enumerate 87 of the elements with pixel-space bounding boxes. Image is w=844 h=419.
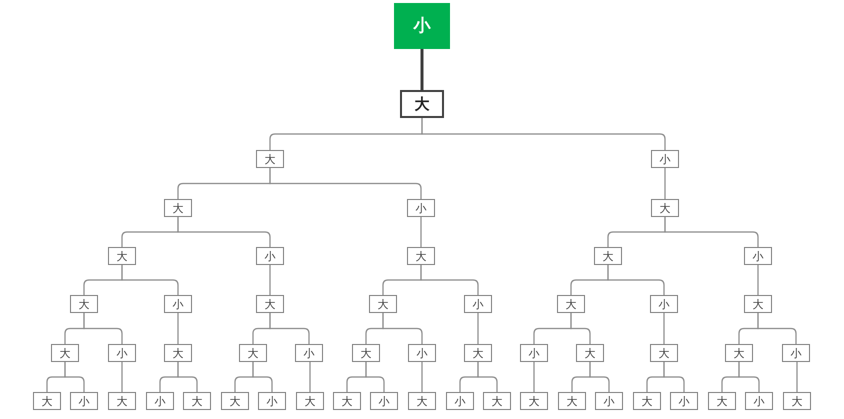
- connector-line: [269, 313, 310, 344]
- connector-line: [421, 362, 423, 392]
- connector-line: [420, 217, 422, 247]
- connector-line: [477, 362, 498, 392]
- connector-line: [738, 362, 760, 392]
- connector-line: [757, 313, 797, 344]
- tree-node-box: 大: [464, 344, 492, 362]
- connector-line: [252, 362, 273, 392]
- connector-line: [121, 265, 179, 295]
- connector-line: [589, 362, 610, 392]
- connector-line: [607, 265, 665, 295]
- tree-node-box: 大: [520, 392, 548, 410]
- connector-line: [420, 265, 479, 295]
- connector-line: [177, 217, 271, 247]
- tree-node-box: 大: [725, 344, 753, 362]
- connector-line: [664, 217, 759, 247]
- tree-node-box: 小: [258, 392, 286, 410]
- tree-node-box: 小: [670, 392, 698, 410]
- tree-node-box: 大: [558, 392, 586, 410]
- tree-node-box: 小: [408, 344, 436, 362]
- connector-line: [796, 362, 798, 392]
- tree-node-box: 小: [464, 295, 492, 313]
- tree-node-box: 大: [164, 199, 192, 217]
- tree-node-box: 大: [352, 344, 380, 362]
- tree-node-box: 大: [239, 344, 267, 362]
- tree-node-box: 小: [650, 295, 678, 313]
- tree-node-box: 大: [183, 392, 211, 410]
- tree-node-box: 大: [744, 295, 772, 313]
- connector-line: [365, 362, 385, 392]
- tree-node-box: 大: [296, 392, 324, 410]
- tree-node-box: 小: [407, 199, 435, 217]
- tree-node-box: 大: [164, 344, 192, 362]
- tree-node-box: 大: [70, 295, 98, 313]
- tree-node-box: 大: [33, 392, 61, 410]
- connector-line: [570, 313, 591, 344]
- tree-node-box: 大: [650, 344, 678, 362]
- tree-node-box: 小: [164, 295, 192, 313]
- connector-line: [477, 313, 479, 344]
- connector-line: [121, 362, 123, 392]
- tree-node-box: 小: [295, 344, 323, 362]
- tree-node-box: 小: [745, 392, 773, 410]
- connector-line: [177, 362, 198, 392]
- connector-line: [269, 265, 271, 295]
- tree-node-box: 大: [51, 344, 79, 362]
- tree-node-box: 大: [633, 392, 661, 410]
- tree-node-box: 大: [400, 90, 444, 118]
- tree-node-box: 小: [782, 344, 810, 362]
- tree-node-box: 小: [651, 150, 679, 168]
- connector-line: [663, 362, 685, 392]
- tree-node-box: 小: [70, 392, 98, 410]
- tree-node-box: 小: [744, 247, 772, 265]
- tree-node-box: 大: [221, 392, 249, 410]
- tree-node-box: 小: [108, 344, 136, 362]
- connector-line: [83, 313, 123, 344]
- connector-line: [64, 362, 85, 392]
- tree-node-box: 大: [407, 247, 435, 265]
- tree-node-box: 大: [256, 295, 284, 313]
- tree-node-box: 小: [146, 392, 174, 410]
- connector-line: [757, 265, 759, 295]
- tree-node-box: 小: [595, 392, 623, 410]
- tree-node-box: 大: [108, 392, 136, 410]
- connector-line: [663, 313, 665, 344]
- tree-node-box: 大: [557, 295, 585, 313]
- connector-line: [533, 362, 535, 392]
- tree-node-box: 大: [256, 150, 284, 168]
- tree-node-box: 小: [370, 392, 398, 410]
- connector-line: [421, 118, 666, 150]
- connector-line: [420, 49, 424, 90]
- tree-node-box: 大: [594, 247, 622, 265]
- tree-node-box: 大: [408, 392, 436, 410]
- tree-node-box: 大: [708, 392, 736, 410]
- tree-node-box: 小: [256, 247, 284, 265]
- root-box: 小: [394, 3, 450, 49]
- connector-line: [664, 168, 666, 199]
- tree-node-box: 大: [333, 392, 361, 410]
- tree-node-box: 小: [446, 392, 474, 410]
- tree-node-box: 大: [483, 392, 511, 410]
- connector-line: [269, 168, 422, 199]
- tree-node-box: 大: [651, 199, 679, 217]
- connector-line: [309, 362, 311, 392]
- connector-line: [177, 313, 179, 344]
- connector-line: [382, 313, 423, 344]
- tree-node-box: 大: [108, 247, 136, 265]
- tree-node-box: 小: [520, 344, 548, 362]
- tree-node-box: 大: [783, 392, 811, 410]
- tree-node-box: 大: [369, 295, 397, 313]
- tree-node-box: 大: [576, 344, 604, 362]
